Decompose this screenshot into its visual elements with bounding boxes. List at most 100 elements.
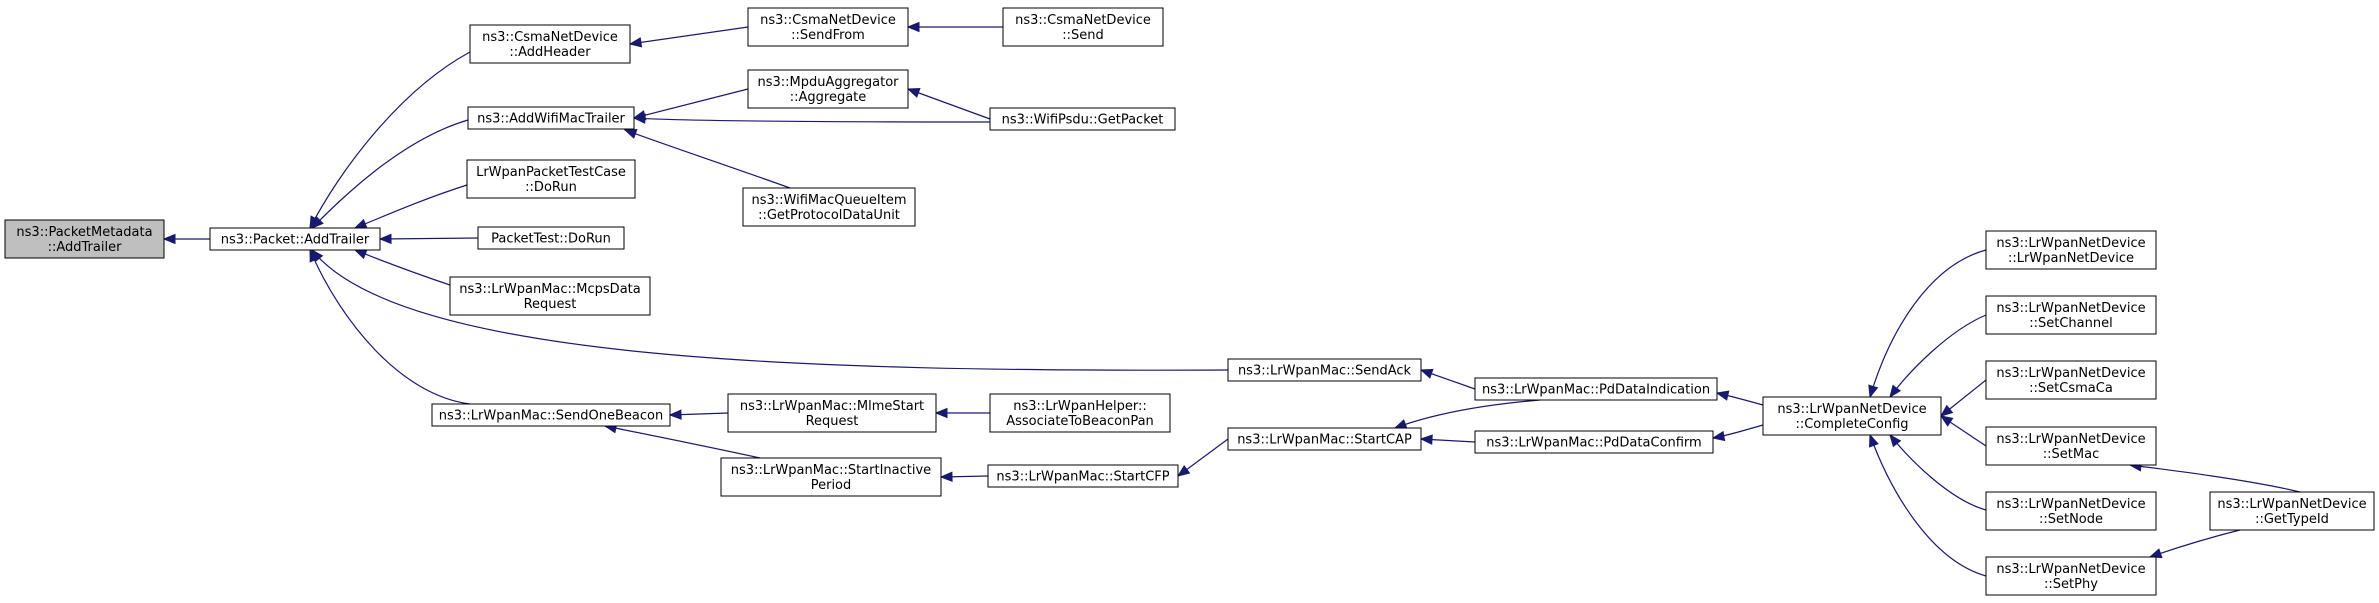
edges-layer <box>162 21 2301 577</box>
node-setMac[interactable]: ns3::LrWpanNetDevice::SetMac <box>1985 426 2157 466</box>
edge-csmaAddHeader-to-addtrailer <box>309 51 471 229</box>
node-box <box>1474 430 1714 454</box>
node-label: ::SetCsmaCa <box>2029 381 2113 396</box>
edge-setChannel-to-completeConfig <box>1889 314 1987 398</box>
arrowhead <box>162 233 176 245</box>
node-box <box>431 403 671 427</box>
node-label: ::SetChannel <box>2029 316 2112 331</box>
node-label: ns3::LrWpanNetDevice <box>1996 432 2145 447</box>
node-csmaSend[interactable]: ns3::CsmaNetDevice::Send <box>1002 7 1164 47</box>
arrowhead <box>1176 464 1191 477</box>
arrowhead <box>1419 434 1433 445</box>
arrowhead <box>1868 384 1879 399</box>
arrowhead <box>311 216 324 229</box>
node-label: ns3::LrWpanNetDevice <box>1996 562 2145 577</box>
node-label: ns3::LrWpanHelper:: <box>1013 399 1146 414</box>
node-label: ::SendFrom <box>791 28 865 43</box>
arrowhead <box>632 113 646 124</box>
node-label: ns3::CsmaNetDevice <box>482 30 618 45</box>
node-label: Period <box>811 478 852 493</box>
edge-csmaSendFrom-to-csmaAddHeader <box>629 26 749 45</box>
node-csmaSendFrom[interactable]: ns3::CsmaNetDevice::SendFrom <box>747 7 909 47</box>
edge-getTypeId-to-setMac <box>2129 464 2301 493</box>
node-label: PacketTest::DoRun <box>491 232 611 247</box>
node-label: ns3::PacketMetadata <box>16 225 152 240</box>
node-box <box>209 227 381 251</box>
arrowhead <box>353 249 368 260</box>
node-wifiPsduGetPacket[interactable]: ns3::WifiPsdu::GetPacket <box>989 107 1176 131</box>
node-box <box>467 106 635 130</box>
node-label: ::LrWpanNetDevice <box>2008 251 2134 266</box>
node-box <box>720 457 942 497</box>
node-label: ns3::Packet::AddTrailer <box>221 233 370 248</box>
node-associateToBeaconPan[interactable]: ns3::LrWpanHelper::AssociateToBeaconPan <box>989 393 1171 433</box>
node-startCAP[interactable]: ns3::LrWpanMac::StartCAP <box>1227 427 1422 451</box>
node-label: ns3::LrWpanMac::SendAck <box>1238 364 1412 379</box>
node-box <box>987 464 1179 488</box>
node-packetTestDoRun[interactable]: PacketTest::DoRun <box>477 226 625 250</box>
node-label: ::DoRun <box>525 180 577 195</box>
node-box <box>449 276 651 316</box>
node-label: ::SetPhy <box>2044 577 2098 592</box>
arrowhead <box>1711 430 1726 442</box>
node-label: Request <box>806 414 859 429</box>
node-mpduAggregate[interactable]: ns3::MpduAggregator::Aggregate <box>747 69 909 109</box>
node-pdDataIndication[interactable]: ns3::LrWpanMac::PdDataIndication <box>1474 377 1718 401</box>
node-getTypeId[interactable]: ns3::LrWpanNetDevice::GetTypeId <box>2209 491 2375 531</box>
node-box <box>1985 491 2157 531</box>
node-setCsmaCa[interactable]: ns3::LrWpanNetDevice::SetCsmaCa <box>1985 360 2157 400</box>
node-setPhy[interactable]: ns3::LrWpanNetDevice::SetPhy <box>1985 556 2157 596</box>
node-lrwpanNetDevice[interactable]: ns3::LrWpanNetDevice::LrWpanNetDevice <box>1985 230 2157 270</box>
edge-lrwpanPacketTest-to-addtrailer <box>354 184 468 229</box>
node-box <box>727 393 937 433</box>
node-setChannel[interactable]: ns3::LrWpanNetDevice::SetChannel <box>1985 295 2157 335</box>
node-label: ::SetMac <box>2043 447 2099 462</box>
arrowhead <box>1715 390 1730 401</box>
node-sendOneBeacon[interactable]: ns3::LrWpanMac::SendOneBeacon <box>431 403 671 427</box>
edge-pdDataIndication-to-startCAP <box>1394 399 1541 429</box>
edge-mcpsData-to-addtrailer <box>354 249 451 286</box>
node-sendAck[interactable]: ns3::LrWpanMac::SendAck <box>1227 358 1422 382</box>
node-label: ns3::LrWpanMac::StartInactive <box>731 463 931 478</box>
edge-wifiMacQueueItem-to-addWifiMacTrailer <box>624 129 791 189</box>
node-label: ::Send <box>1062 28 1104 43</box>
node-lrwpanPacketTest[interactable]: LrWpanPacketTestCase::DoRun <box>466 159 636 199</box>
arrowhead <box>628 37 643 48</box>
node-box <box>1985 230 2157 270</box>
node-label: ns3::LrWpanNetDevice <box>1996 301 2145 316</box>
node-addtrailer[interactable]: ns3::Packet::AddTrailer <box>209 227 381 251</box>
edge-wifiPsduGetPacket-to-mpduAggregate <box>907 88 991 120</box>
node-label: ::Aggregate <box>790 90 867 105</box>
edge-wifiPsduGetPacket-to-addWifiMacTrailer <box>633 117 991 123</box>
node-csmaAddHeader[interactable]: ns3::CsmaNetDevice::AddHeader <box>469 24 631 64</box>
node-label: ns3::LrWpanMac::StartCFP <box>996 470 1169 485</box>
node-box <box>742 187 916 227</box>
node-box <box>469 24 631 64</box>
node-label: ::AddTrailer <box>48 240 122 255</box>
node-label: ns3::LrWpanMac::MlmeStart <box>740 399 924 414</box>
node-startCFP[interactable]: ns3::LrWpanMac::StartCFP <box>987 464 1179 488</box>
arrowhead <box>906 21 920 33</box>
node-setNode[interactable]: ns3::LrWpanNetDevice::SetNode <box>1985 491 2157 531</box>
node-box <box>989 107 1176 131</box>
node-root[interactable]: ns3::PacketMetadata::AddTrailer <box>4 219 165 259</box>
arrowhead <box>1889 433 1902 448</box>
node-wifiMacQueueItem[interactable]: ns3::WifiMacQueueItem::GetProtocolDataUn… <box>742 187 916 227</box>
node-completeConfig[interactable]: ns3::LrWpanNetDevice::CompleteConfig <box>1762 396 1942 436</box>
node-pdDataConfirm[interactable]: ns3::LrWpanMac::PdDataConfirm <box>1474 430 1714 454</box>
arrowhead <box>623 129 638 139</box>
node-label: ns3::LrWpanNetDevice <box>1996 236 2145 251</box>
edge-setNode-to-completeConfig <box>1889 434 1987 511</box>
arrowhead <box>668 409 682 420</box>
node-addWifiMacTrailer[interactable]: ns3::AddWifiMacTrailer <box>467 106 635 130</box>
edge-sendAck-to-addtrailer <box>311 249 1229 371</box>
arrowhead <box>1939 415 1954 427</box>
node-label: ns3::LrWpanMac::PdDataIndication <box>1482 383 1710 398</box>
arrowhead <box>906 88 921 98</box>
node-label: AssociateToBeaconPan <box>1006 414 1154 429</box>
